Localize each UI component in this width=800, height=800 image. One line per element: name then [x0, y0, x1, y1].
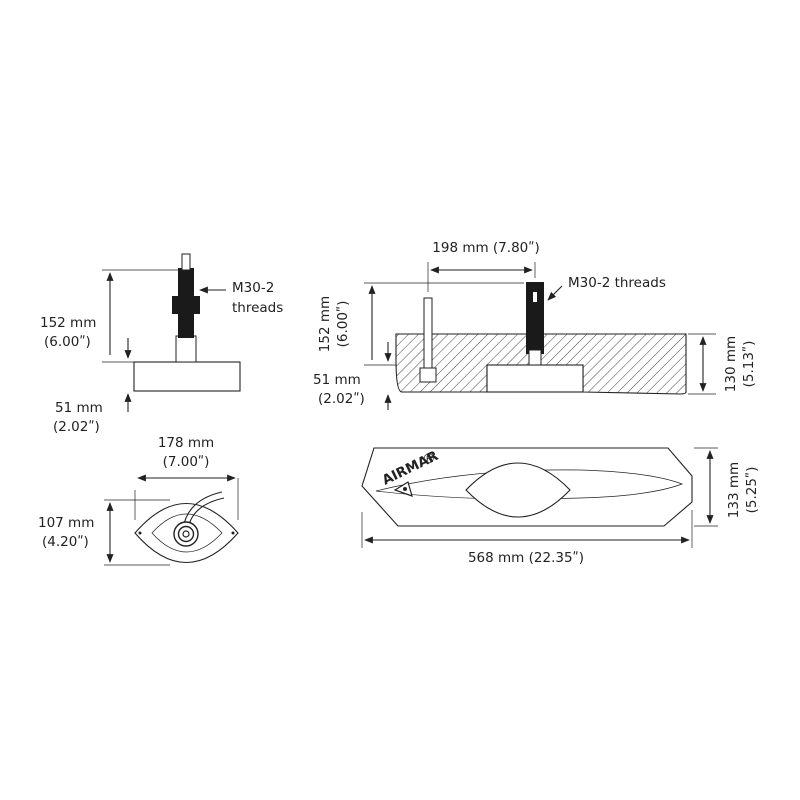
stem-collar — [175, 335, 197, 363]
fairing-view: AIRMAR ® 568 mm (22.35ʺ) 133 mm (5.25ʺ) — [361, 447, 760, 566]
base-inch-label: (2.02ʺ) — [318, 391, 365, 407]
threads-leader — [547, 285, 563, 301]
eye-inner — [151, 513, 223, 553]
length-label: 178 mm — [158, 435, 214, 451]
stem-slot — [533, 292, 537, 302]
height-label: 133 mm — [726, 462, 742, 518]
warning-triangle-dot — [403, 487, 407, 491]
sensor-window — [465, 462, 571, 518]
transducer-base — [133, 361, 241, 392]
threads-label: M30-2 threads — [568, 275, 666, 291]
top-view: 178 mm (7.00ʺ) 107 mm (4.20ʺ) — [38, 435, 239, 566]
bolt-hole — [138, 531, 142, 535]
threads-label-2: threads — [232, 300, 283, 316]
height-inch-label: (6.00ʺ) — [335, 301, 351, 348]
length-inch-label: (7.00ʺ) — [163, 454, 210, 470]
stem-collar — [528, 349, 542, 366]
block-inch-label: (5.13ʺ) — [741, 341, 757, 388]
block-label: 130 mm — [723, 336, 739, 392]
transducer-pocket — [486, 364, 584, 393]
width-inch-label: (4.20ʺ) — [42, 534, 89, 550]
bolt-rod — [423, 297, 433, 371]
width-label: 107 mm — [38, 515, 94, 531]
base-inch-label: (2.02ʺ) — [53, 419, 100, 435]
cable-tip — [181, 253, 191, 271]
side-view: M30-2 threads 152 mm (6.00ʺ) 51 mm (2.02… — [40, 253, 283, 435]
base-label: 51 mm — [55, 400, 103, 416]
threaded-stem — [178, 268, 194, 338]
bolt-nut — [419, 367, 437, 383]
bolt-hole — [231, 531, 235, 535]
length-label: 568 mm (22.35ʺ) — [468, 550, 584, 566]
base-label: 51 mm — [313, 372, 361, 388]
threaded-stem — [526, 282, 544, 354]
height-label: 152 mm — [40, 315, 96, 331]
threads-label: M30-2 — [232, 280, 274, 296]
spacing-label: 198 mm (7.80ʺ) — [432, 240, 539, 256]
height-inch-label: (5.25ʺ) — [744, 467, 760, 514]
stem-center — [182, 530, 190, 538]
install-view: 198 mm (7.80ʺ) M30-2 threads 152 mm (6.0… — [313, 240, 757, 410]
height-label: 152 mm — [317, 296, 333, 352]
height-inch-label: (6.00ʺ) — [44, 334, 91, 350]
brand-registered-mark: ® — [422, 451, 436, 467]
